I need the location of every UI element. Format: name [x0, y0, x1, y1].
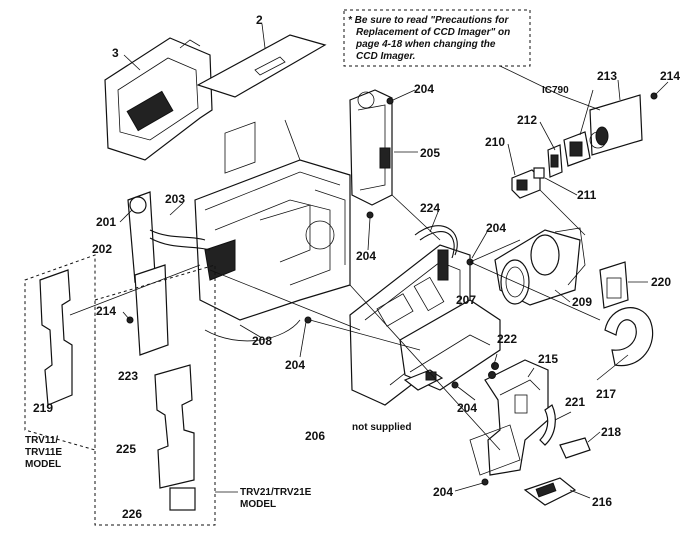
part-221-arm — [539, 404, 556, 446]
label-204-board: 204 — [457, 401, 477, 415]
part-224-cable — [414, 225, 458, 256]
part-210 — [511, 169, 541, 199]
note-frame — [343, 9, 531, 67]
part-219-bracket — [39, 269, 73, 406]
part-226-plate — [169, 487, 196, 511]
label-226: 226 — [122, 507, 142, 521]
part-labels: 3 2 201 202 203 204 205 204 224 204 214 … — [33, 13, 680, 521]
label-217: 217 — [596, 387, 616, 401]
caption-trv21-line1: TRV21/TRV21E — [240, 487, 312, 498]
label-220: 220 — [651, 275, 671, 289]
label-214-right: 214 — [660, 69, 680, 83]
label-216: 216 — [592, 495, 612, 509]
label-206: 206 — [305, 429, 325, 443]
note-line-1: * Be sure to read "Precautions for — [348, 15, 509, 26]
main-chassis — [194, 121, 351, 321]
note-line-3: page 4-18 when changing the — [355, 39, 496, 50]
label-204-center: 204 — [356, 249, 376, 263]
label-223: 223 — [118, 369, 138, 383]
part-215-frame — [484, 359, 549, 476]
part-223-bracket — [134, 264, 169, 356]
label-222: 222 — [497, 332, 517, 346]
part-218-clip — [559, 437, 591, 459]
label-218: 218 — [601, 425, 621, 439]
label-201: 201 — [96, 215, 116, 229]
part-ic790-ccd — [563, 131, 591, 167]
label-212: 212 — [517, 113, 537, 127]
label-ic790: IC790 — [542, 85, 569, 96]
note-line-2: Replacement of CCD Imager" on — [356, 27, 510, 38]
part-205-frame — [349, 89, 393, 206]
part-216-switch — [523, 477, 577, 506]
part-222-screw — [488, 362, 499, 379]
label-202: 202 — [92, 242, 112, 256]
part-202-bracket — [127, 191, 211, 283]
part-3-bracket — [104, 37, 213, 161]
label-214-left: 214 — [96, 304, 116, 318]
label-211: 211 — [577, 188, 597, 202]
part-212 — [547, 144, 563, 178]
part-211 — [533, 167, 545, 179]
label-204-right: 204 — [486, 221, 506, 235]
precaution-note: * Be sure to read "Precautions for Repla… — [343, 9, 561, 96]
label-not-supplied: not supplied — [352, 422, 411, 433]
label-2: 2 — [256, 13, 263, 27]
label-225: 225 — [116, 442, 136, 456]
part-225-bracket — [154, 364, 195, 489]
note-leader — [499, 65, 561, 96]
label-215: 215 — [538, 352, 558, 366]
part-213-board — [589, 94, 643, 156]
label-3: 3 — [112, 46, 119, 60]
label-204-bottom: 204 — [433, 485, 453, 499]
trv21-dashed-box — [94, 264, 216, 526]
caption-trv21-line2: MODEL — [240, 499, 276, 510]
label-208: 208 — [252, 334, 272, 348]
trv11-dashed-box — [24, 254, 96, 451]
part-220-plate — [599, 261, 629, 309]
caption-trv11-line2: TRV11E — [25, 447, 62, 458]
label-204-lower: 204 — [285, 358, 305, 372]
caption-trv11-line1: TRV11/ — [25, 435, 58, 446]
not-supplied-part — [403, 369, 444, 391]
label-224: 224 — [420, 201, 440, 215]
guide-lines — [69, 94, 601, 451]
label-219: 219 — [33, 401, 53, 415]
label-213: 213 — [597, 69, 617, 83]
model-captions: TRV11/ TRV11E MODEL TRV21/TRV21E MODEL — [25, 435, 312, 510]
leader-lines — [119, 23, 669, 499]
part-217-hood — [604, 307, 654, 367]
caption-trv11-line3: MODEL — [25, 459, 61, 470]
label-210: 210 — [485, 135, 505, 149]
part-lower-plate — [469, 424, 521, 476]
label-221: 221 — [565, 395, 585, 409]
part-2-plate — [196, 34, 327, 98]
label-209: 209 — [572, 295, 592, 309]
label-203: 203 — [165, 192, 185, 206]
label-205: 205 — [420, 146, 440, 160]
label-207: 207 — [456, 293, 476, 307]
note-line-4: CCD Imager. — [356, 51, 415, 62]
label-204-top: 204 — [414, 82, 434, 96]
